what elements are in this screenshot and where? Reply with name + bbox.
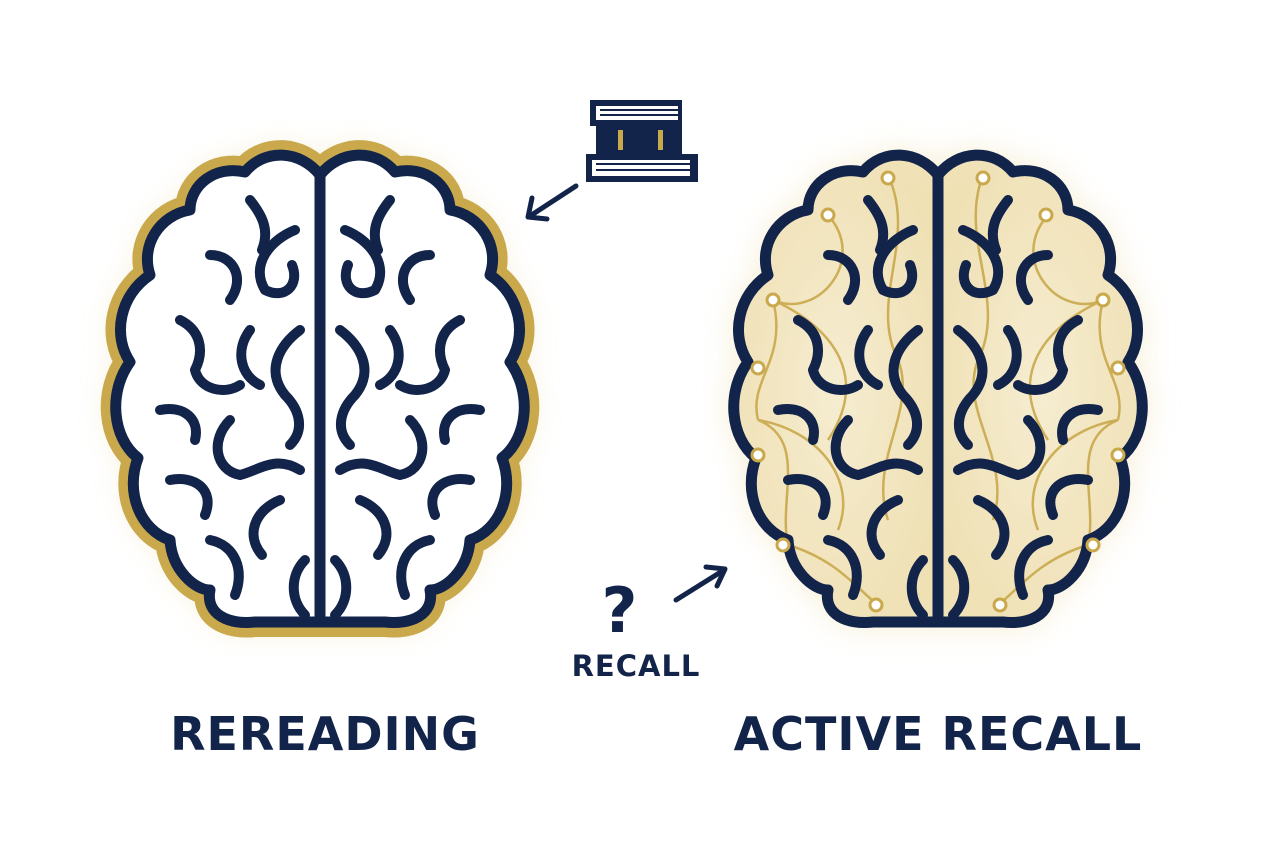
arrow-icon (673, 564, 728, 603)
books-stack-icon (586, 100, 698, 182)
rereading-label: REREADING (170, 707, 480, 761)
arrow-icon (525, 183, 579, 222)
active-recall-label: ACTIVE RECALL (734, 707, 1143, 761)
rereading-brain (116, 155, 525, 622)
active-recall-brain (734, 155, 1143, 622)
neural-nodes (750, 170, 1126, 613)
recall-label: RECALL (572, 649, 701, 683)
question-mark-icon: ? (602, 574, 639, 647)
